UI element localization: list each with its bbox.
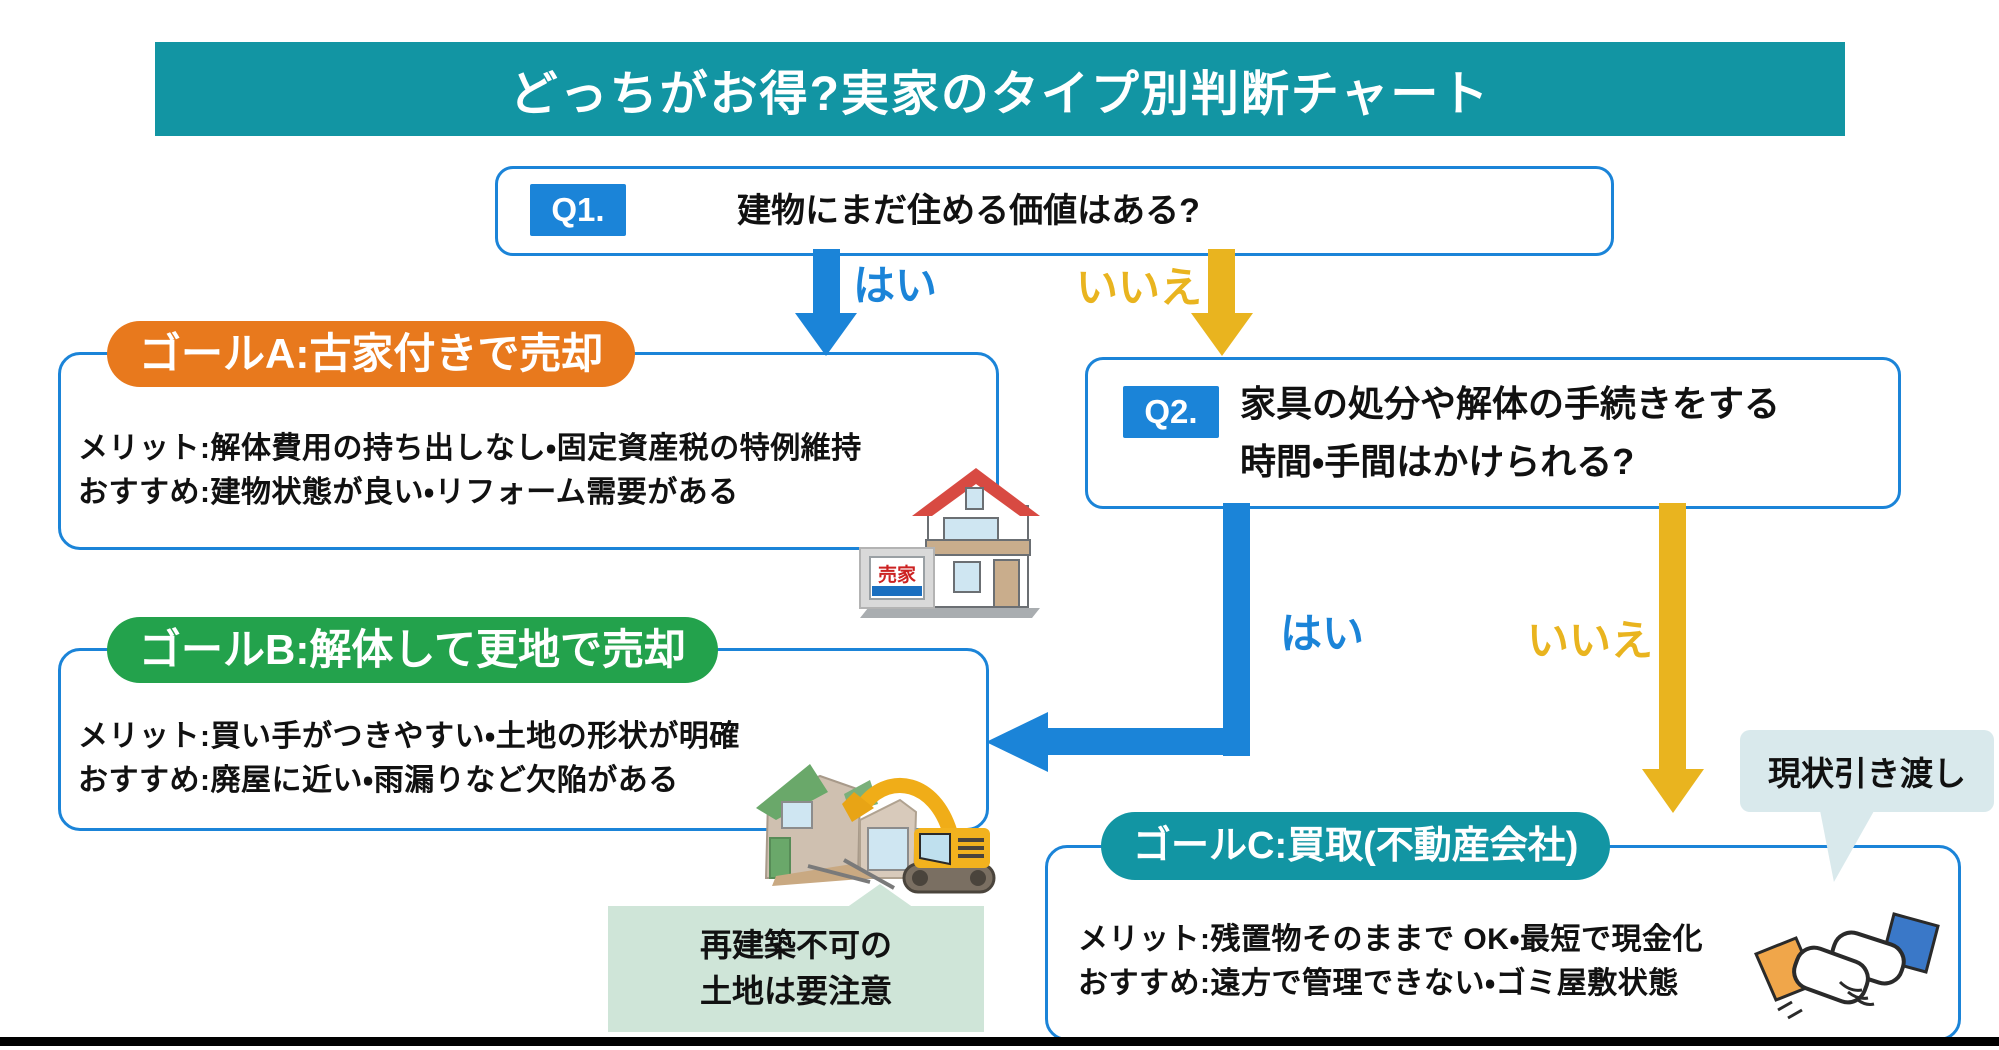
for-sale-sign-text: 売家	[878, 563, 916, 586]
goal-b-box: ゴールB:解体して更地で売却 メリット:買い手がつきやすい・土地の形状が明確 お…	[58, 617, 989, 831]
house-for-sale-illustration: 売家	[859, 468, 1040, 618]
goal-c-recommend: おすすめ:遠方で管理できない・ゴミ屋敷状態	[1078, 967, 1679, 1000]
note-line2: 土地は要注意	[699, 973, 892, 1009]
arrow-q1-yes	[795, 249, 857, 356]
q2-question-line2: 時間・手間はかけられる?	[1240, 441, 1635, 482]
goal-c-body: メリット:残置物そのままで OK・最短で現金化 おすすめ:遠方で管理できない・ゴ…	[1078, 918, 1703, 1006]
goal-c-merit: メリット:残置物そのままで OK・最短で現金化	[1078, 923, 1704, 956]
q2-yes-label: はい	[1280, 610, 1365, 657]
excavator-demolition-illustration	[756, 764, 996, 894]
goal-c-box: ゴールC:買取(不動産会社) メリット:残置物そのままで OK・最短で現金化 お…	[1045, 812, 1961, 1041]
goal-a-merit: メリット:解体費用の持ち出しなし・固定資産税の特例維持	[78, 432, 862, 465]
goal-c-title: ゴールC:買取(不動産会社)	[1101, 812, 1611, 880]
q2-box: Q2. 家具の処分や解体の手続きをする 時間・手間はかけられる?	[1085, 357, 1901, 509]
note-line1: 再建築不可の	[699, 927, 892, 963]
handshake-illustration	[1754, 912, 1940, 1020]
bottom-divider	[0, 1037, 1999, 1046]
q1-no-label: いいえ	[1076, 264, 1203, 311]
q2-question: 家具の処分や解体の手続きをする 時間・手間はかけられる?	[1240, 375, 1780, 491]
q2-question-line1: 家具の処分や解体の手続きをする	[1240, 383, 1781, 424]
goal-a-box: ゴールA:古家付きで売却 メリット:解体費用の持ち出しなし・固定資産税の特例維持…	[58, 321, 999, 550]
q1-question: 建物にまだ住める価値はある?	[737, 192, 1200, 230]
title-bar: どっちがお得?実家のタイプ別判断チャート	[155, 42, 1845, 136]
goal-a-body: メリット:解体費用の持ち出しなし・固定資産税の特例維持 おすすめ:建物状態が良い…	[78, 427, 862, 515]
q1-yes-label: はい	[853, 262, 938, 309]
page-title: どっちがお得?実家のタイプ別判断チャート	[509, 68, 1491, 121]
q2-badge: Q2.	[1123, 386, 1219, 438]
note-tail-up-icon	[846, 884, 914, 908]
rebuild-caution-note: 再建築不可の 土地は要注意	[608, 884, 984, 1032]
bubble-label: 現状引き渡し	[1768, 755, 1966, 792]
goal-a-recommend: おすすめ:建物状態が良い・リフォーム需要がある	[78, 476, 739, 509]
goal-b-recommend: おすすめ:廃屋に近い・雨漏りなど欠陥がある	[78, 764, 679, 797]
goal-b-title: ゴールB:解体して更地で売却	[107, 617, 719, 683]
goal-a-title: ゴールA:古家付きで売却	[107, 321, 636, 387]
q2-no-label: いいえ	[1527, 617, 1654, 664]
q1-badge: Q1.	[530, 184, 626, 236]
as-is-handover-bubble: 現状引き渡し	[1740, 730, 1994, 812]
goal-b-body: メリット:買い手がつきやすい・土地の形状が明確 おすすめ:廃屋に近い・雨漏りなど…	[78, 715, 740, 803]
goal-b-merit: メリット:買い手がつきやすい・土地の形状が明確	[78, 720, 740, 753]
q1-box: Q1. 建物にまだ住める価値はある?	[495, 166, 1614, 256]
